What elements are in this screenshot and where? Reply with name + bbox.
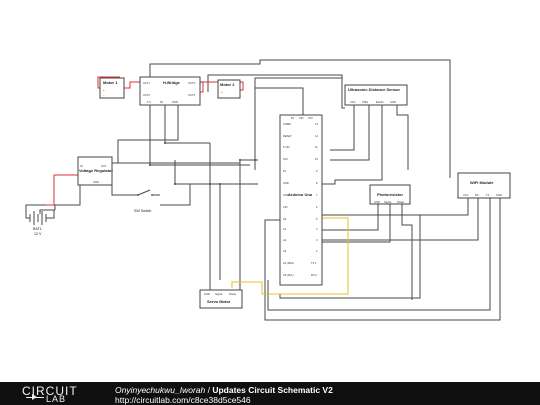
credit-separator: / (205, 385, 213, 395)
schematic-title: Updates Circuit Schematic V2 (212, 385, 333, 395)
schematic-url[interactable]: http://circuitlab.com/c8ce38d5ce546 (115, 395, 251, 405)
svg-text:5V: 5V (283, 169, 286, 173)
arduino-left-pins: IOREF RESET 5 VIN 3V3 5V GND GND VIN A0 … (283, 122, 294, 277)
svg-text:Signal: Signal (215, 292, 223, 296)
svg-text:GND: GND (172, 100, 178, 104)
footer-bar: CIRCUIT LAB Onyinyechukwu_Iworah / Updat… (0, 382, 540, 405)
svg-text:8: 8 (316, 181, 318, 185)
svg-text:RESET: RESET (283, 134, 292, 138)
svg-text:5 V: 5 V (147, 100, 151, 104)
svg-text:5V: 5V (291, 116, 294, 120)
h-bridge: H-Bridge OUT1 OUT2 OUT3 OUT4 5 V 5V GND (139, 76, 201, 106)
logo-diode-icon (32, 394, 37, 400)
ultrasonic-label: Ultrasonic Distance Sensor (348, 87, 400, 92)
svg-text:5V: 5V (160, 100, 163, 104)
svg-text:A4 (SDA): A4 (SDA) (283, 261, 294, 265)
wires (39, 59, 501, 321)
svg-text:Power: Power (397, 200, 404, 204)
svg-text:TX: TX (486, 193, 490, 197)
svg-text:3V3: 3V3 (283, 157, 288, 161)
svg-text:+: + (221, 91, 223, 94)
svg-text:OUT3: OUT3 (188, 81, 195, 85)
power-wires-red (46, 76, 244, 206)
svg-text:A3: A3 (283, 249, 287, 253)
switch-label: SW Switch (134, 209, 151, 213)
svg-text:2: 2 (316, 249, 318, 253)
battery-bat1: BAT1 12 V (25, 204, 55, 236)
circuit-schematic: Motor 1 + − H-Bridge OUT1 OUT2 OUT3 OUT4… (25, 59, 511, 321)
svg-text:5: 5 (316, 217, 318, 221)
svg-text:VCC: VCC (463, 193, 469, 197)
svg-text:4: 4 (316, 227, 318, 231)
h-bridge-label: H-Bridge (163, 80, 181, 85)
sw-switch: SW Switch (125, 189, 160, 213)
svg-text:VIN: VIN (299, 116, 303, 120)
servo-label: Servo Motor (207, 299, 231, 304)
svg-text:7: 7 (316, 193, 318, 197)
svg-text:TRIG: TRIG (362, 100, 368, 104)
regulator-label: Voltage Regulator (79, 168, 113, 173)
svg-text:9: 9 (316, 169, 318, 173)
svg-text:OUT4: OUT4 (188, 93, 195, 97)
svg-text:OUT1: OUT1 (143, 81, 150, 85)
svg-text:VIN: VIN (283, 205, 287, 209)
svg-text:GND: GND (496, 193, 502, 197)
svg-text:RX 0: RX 0 (311, 273, 317, 277)
svg-text:GND: GND (93, 180, 99, 184)
motor-2: Motor 2 + (217, 79, 241, 99)
arduino-uno: Arduino Uno 5V VIN 3V3 IOREF RESET 5 VIN… (279, 114, 323, 286)
svg-text:3V3: 3V3 (308, 116, 313, 120)
motor-1: Motor 1 + − (99, 77, 125, 99)
svg-text:TX 1: TX 1 (311, 261, 317, 265)
svg-text:10: 10 (315, 157, 318, 161)
svg-text:6: 6 (316, 205, 318, 209)
circuitlab-logo[interactable]: CIRCUIT LAB (22, 384, 92, 404)
svg-text:12: 12 (315, 134, 318, 138)
svg-text:ECHO: ECHO (376, 100, 384, 104)
svg-text:13: 13 (315, 122, 318, 126)
battery-value: 12 V (34, 232, 42, 236)
svg-text:GND: GND (390, 100, 396, 104)
svg-text:+: + (103, 89, 105, 92)
svg-text:A5 (SCL): A5 (SCL) (283, 273, 294, 277)
schematic-credit: Onyinyechukwu_Iworah / Updates Circuit S… (115, 385, 333, 395)
voltage-regulator: Voltage Regulator IN OUT GND (77, 156, 113, 186)
wifi-label: WiFi Module (470, 180, 494, 185)
svg-text:OUT: OUT (101, 164, 107, 168)
arduino-label: Arduino Uno (288, 192, 313, 197)
battery-label: BAT1 (33, 227, 42, 231)
svg-text:Signal: Signal (384, 200, 392, 204)
svg-text:5 VIN: 5 VIN (283, 145, 290, 149)
arduino-right-pins: 13 12 11 10 9 8 7 6 5 4 3 2 TX 1 RX 0 (311, 122, 318, 277)
wifi-module: WiFi Module VCC RX TX GND (457, 172, 511, 199)
svg-text:VCC: VCC (350, 100, 356, 104)
svg-text:IN: IN (80, 164, 83, 168)
motor-2-label: Motor 2 (220, 82, 235, 87)
svg-text:RX: RX (475, 193, 479, 197)
svg-text:11: 11 (315, 145, 318, 149)
svg-text:GND: GND (283, 181, 289, 185)
svg-text:IOREF: IOREF (283, 122, 291, 126)
svg-text:GND: GND (374, 200, 380, 204)
motor-1-label: Motor 1 (103, 80, 118, 85)
junctions (149, 142, 256, 185)
svg-text:GND: GND (283, 193, 289, 197)
svg-text:A2: A2 (283, 238, 287, 242)
logo-text-lab: LAB (46, 394, 67, 404)
photoresistor: Photoresistor GND Signal Power (369, 184, 411, 205)
ultrasonic-sensor: Ultrasonic Distance Sensor VCC TRIG ECHO… (344, 84, 408, 106)
svg-text:GND: GND (204, 292, 210, 296)
servo-motor: GND Signal Power Servo Motor (199, 289, 243, 309)
signal-wires-yellow (231, 217, 349, 295)
author-link[interactable]: Onyinyechukwu_Iworah (115, 385, 206, 395)
svg-text:A0: A0 (283, 217, 287, 221)
svg-text:3: 3 (316, 238, 318, 242)
photoresistor-label: Photoresistor (377, 192, 403, 197)
svg-text:OUT2: OUT2 (143, 93, 150, 97)
svg-text:−: − (103, 94, 105, 97)
svg-text:A1: A1 (283, 227, 287, 231)
svg-text:Power: Power (229, 292, 236, 296)
